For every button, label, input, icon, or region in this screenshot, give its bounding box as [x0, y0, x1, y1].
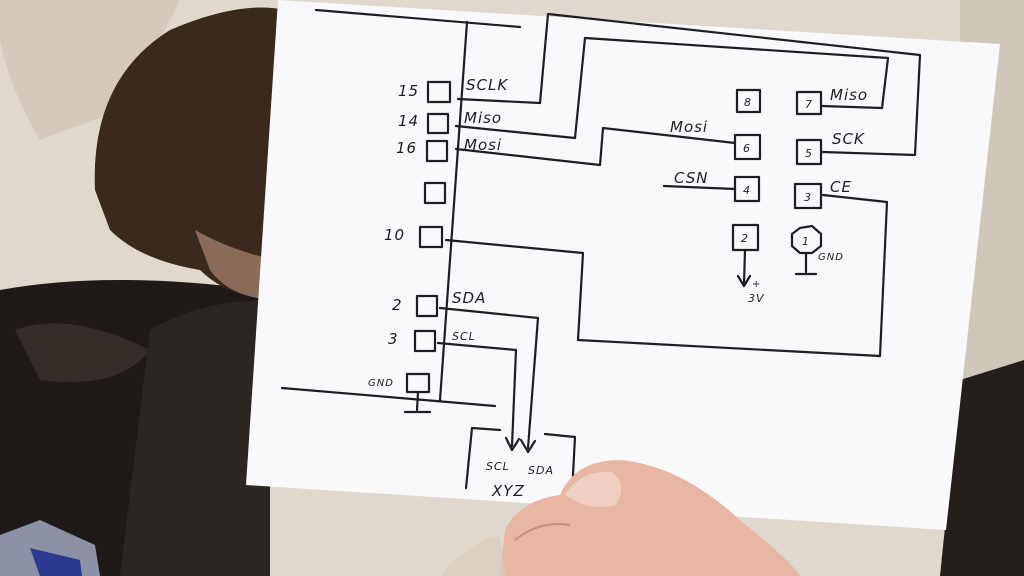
radio-pin-number-5: 5	[805, 147, 813, 160]
radio-pin-box-1-octagon	[790, 224, 823, 255]
power-arrow	[736, 248, 752, 288]
wall-shadow	[0, 0, 180, 140]
wire-sclk	[456, 12, 922, 157]
left-pin-box-blank	[423, 181, 447, 205]
left-pin-number-10: 10	[384, 226, 405, 244]
top-bus-line	[314, 8, 522, 29]
radio-power-label: 3V	[748, 292, 765, 305]
left-pin-number-14: 14	[398, 112, 419, 130]
wire-sda-arrow	[519, 438, 537, 454]
radio-pin-signal-miso: Miso	[830, 86, 868, 104]
left-pin-signal-sda: SDA	[452, 289, 486, 307]
sensor-outline	[464, 426, 577, 496]
left-pin-signal-mosi: Mosi	[464, 136, 502, 154]
left-pin-signal-sclk: SCLK	[466, 76, 508, 94]
bottom-bus-line	[280, 386, 497, 408]
person-face	[195, 230, 275, 300]
radio-pin-box-3	[793, 182, 823, 210]
left-pin-number-16: 16	[396, 139, 417, 157]
radio-pin-number-6: 6	[743, 142, 751, 155]
radio-gnd-label: GND	[818, 252, 844, 263]
sofa-dark-right	[940, 360, 1024, 576]
radio-plus-sign: +	[752, 279, 761, 290]
sensor-pin-sda: SDA	[528, 464, 554, 477]
radio-pin-signal-mosi: Mosi	[670, 118, 708, 136]
wire-scl-arrow	[504, 436, 521, 452]
radio-pin-box-8	[735, 88, 762, 114]
wire-mosi	[454, 126, 737, 167]
radio-pin-box-5	[795, 138, 823, 166]
wire-ce	[444, 193, 889, 358]
wiring-diagram	[280, 8, 922, 496]
left-pin-box-2	[415, 294, 439, 318]
radio-pin-number-1: 1	[802, 235, 810, 248]
radio-pin-signal-csn: CSN	[674, 169, 709, 187]
sofa-highlight	[15, 323, 150, 382]
paper-card	[246, 0, 1000, 530]
radio-gnd-symbol	[794, 251, 818, 276]
radio-pin-box-4	[733, 175, 761, 203]
diagram-labels: 15 SCLK 14 Miso 16 Mosi 10 2 SDA 3 SCL G…	[368, 76, 868, 500]
radio-pin-number-2: 2	[741, 232, 749, 245]
left-pin-box-10	[418, 225, 444, 249]
left-gnd-label: GND	[368, 378, 394, 389]
radio-pin-signal-sck: SCK	[832, 130, 865, 148]
header-vertical-line	[438, 20, 469, 402]
person-hair	[94, 7, 286, 300]
left-pin-box-15	[426, 80, 452, 104]
wire-scl	[436, 341, 518, 448]
radio-pin-box-6	[733, 133, 762, 161]
left-pin-box-3	[413, 329, 437, 353]
person-shoulder	[120, 300, 270, 576]
wire-sda	[438, 306, 540, 450]
left-pin-number-2: 2	[392, 296, 403, 314]
left-pin-number-3: 3	[388, 330, 399, 348]
sensor-name: XYZ	[491, 482, 525, 500]
left-pin-number-15: 15	[398, 82, 419, 100]
finger-crease	[514, 523, 571, 541]
sensor-pin-scl: SCL	[486, 460, 510, 473]
wire-miso	[454, 36, 890, 140]
wrist-blur	[440, 536, 505, 576]
radio-pin-number-4: 4	[743, 184, 751, 197]
left-pin-signal-miso: Miso	[464, 109, 502, 127]
thumb-nail	[565, 471, 622, 508]
left-pin-box-16	[425, 139, 449, 163]
radio-pin-number-7: 7	[805, 98, 813, 111]
left-pin-box-14	[426, 112, 450, 135]
radio-pin-signal-ce: CE	[830, 178, 852, 196]
left-gnd-symbol	[403, 390, 432, 414]
snack-wrapper-stripe	[30, 548, 82, 576]
wire-csn	[662, 184, 737, 191]
radio-pin-number-3: 3	[804, 191, 812, 204]
radio-pin-number-8: 8	[744, 96, 752, 109]
left-pin-signal-scl: SCL	[452, 330, 476, 343]
radio-pin-box-7	[795, 90, 823, 116]
